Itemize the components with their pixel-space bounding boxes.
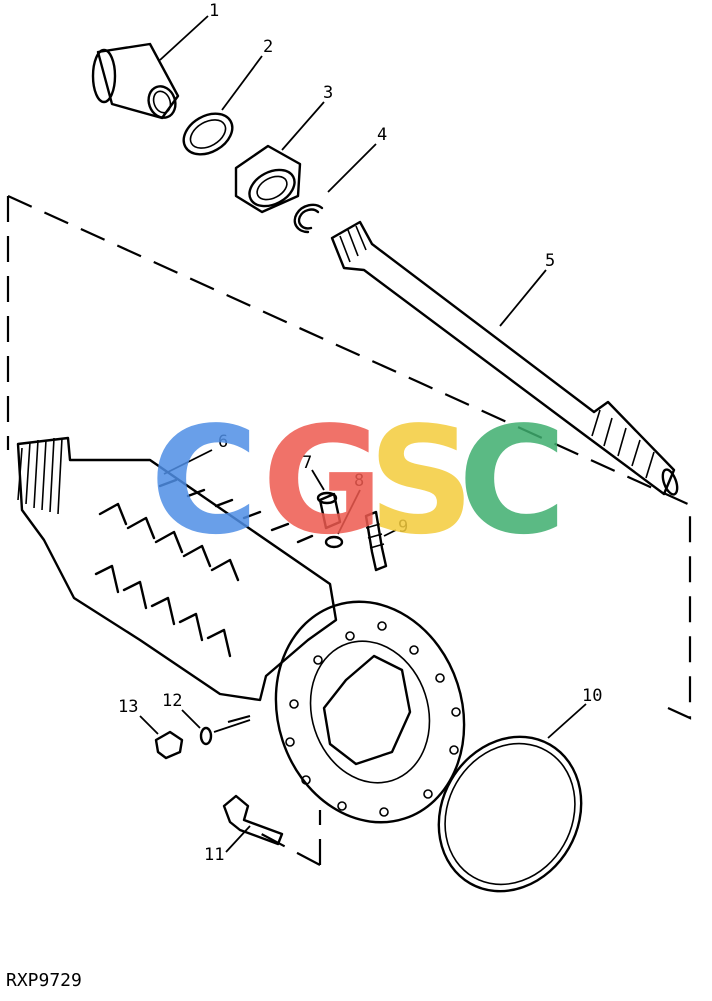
watermark-letter-1: C <box>150 395 259 567</box>
callout-labels: 1 2 3 4 5 6 7 8 9 10 11 12 13 <box>118 1 602 865</box>
callout-10: 10 <box>582 686 602 706</box>
part-11-bolt <box>222 794 284 846</box>
watermark-letter-4: C <box>458 395 567 567</box>
assembly-outline <box>6 194 692 866</box>
callout-7: 7 <box>302 453 312 473</box>
callout-2: 2 <box>263 37 273 57</box>
leader-lines <box>139 15 587 853</box>
watermark-logo: C G S C <box>150 395 567 567</box>
part-4-snap-ring <box>293 203 324 234</box>
part-3-bushing <box>234 144 302 214</box>
part-2-seal-ring <box>182 112 234 156</box>
figure-id: RXP9729 <box>6 970 82 991</box>
part-10-large-seal <box>437 735 583 893</box>
part-13-plug <box>154 730 184 760</box>
callout-13: 13 <box>118 697 138 717</box>
part-9-fitting <box>364 510 388 572</box>
callout-9: 9 <box>398 517 408 537</box>
callout-8: 8 <box>354 471 364 491</box>
part-12-washer <box>199 726 213 746</box>
callout-1: 1 <box>209 1 219 21</box>
part-1-sleeve <box>91 42 180 120</box>
part-7-plug <box>316 491 342 530</box>
watermark-letter-3: S <box>368 395 475 567</box>
callout-12: 12 <box>162 691 182 711</box>
callout-4: 4 <box>377 125 387 145</box>
callout-5: 5 <box>545 251 555 271</box>
part-8-o-ring <box>324 535 344 549</box>
callout-3: 3 <box>323 83 333 103</box>
part-6-housing <box>16 436 338 702</box>
callout-11: 11 <box>204 845 224 865</box>
watermark-letter-2: G <box>262 395 383 567</box>
callout-6: 6 <box>218 432 228 452</box>
housing-flange <box>274 600 466 824</box>
part-5-splined-shaft <box>330 220 679 496</box>
